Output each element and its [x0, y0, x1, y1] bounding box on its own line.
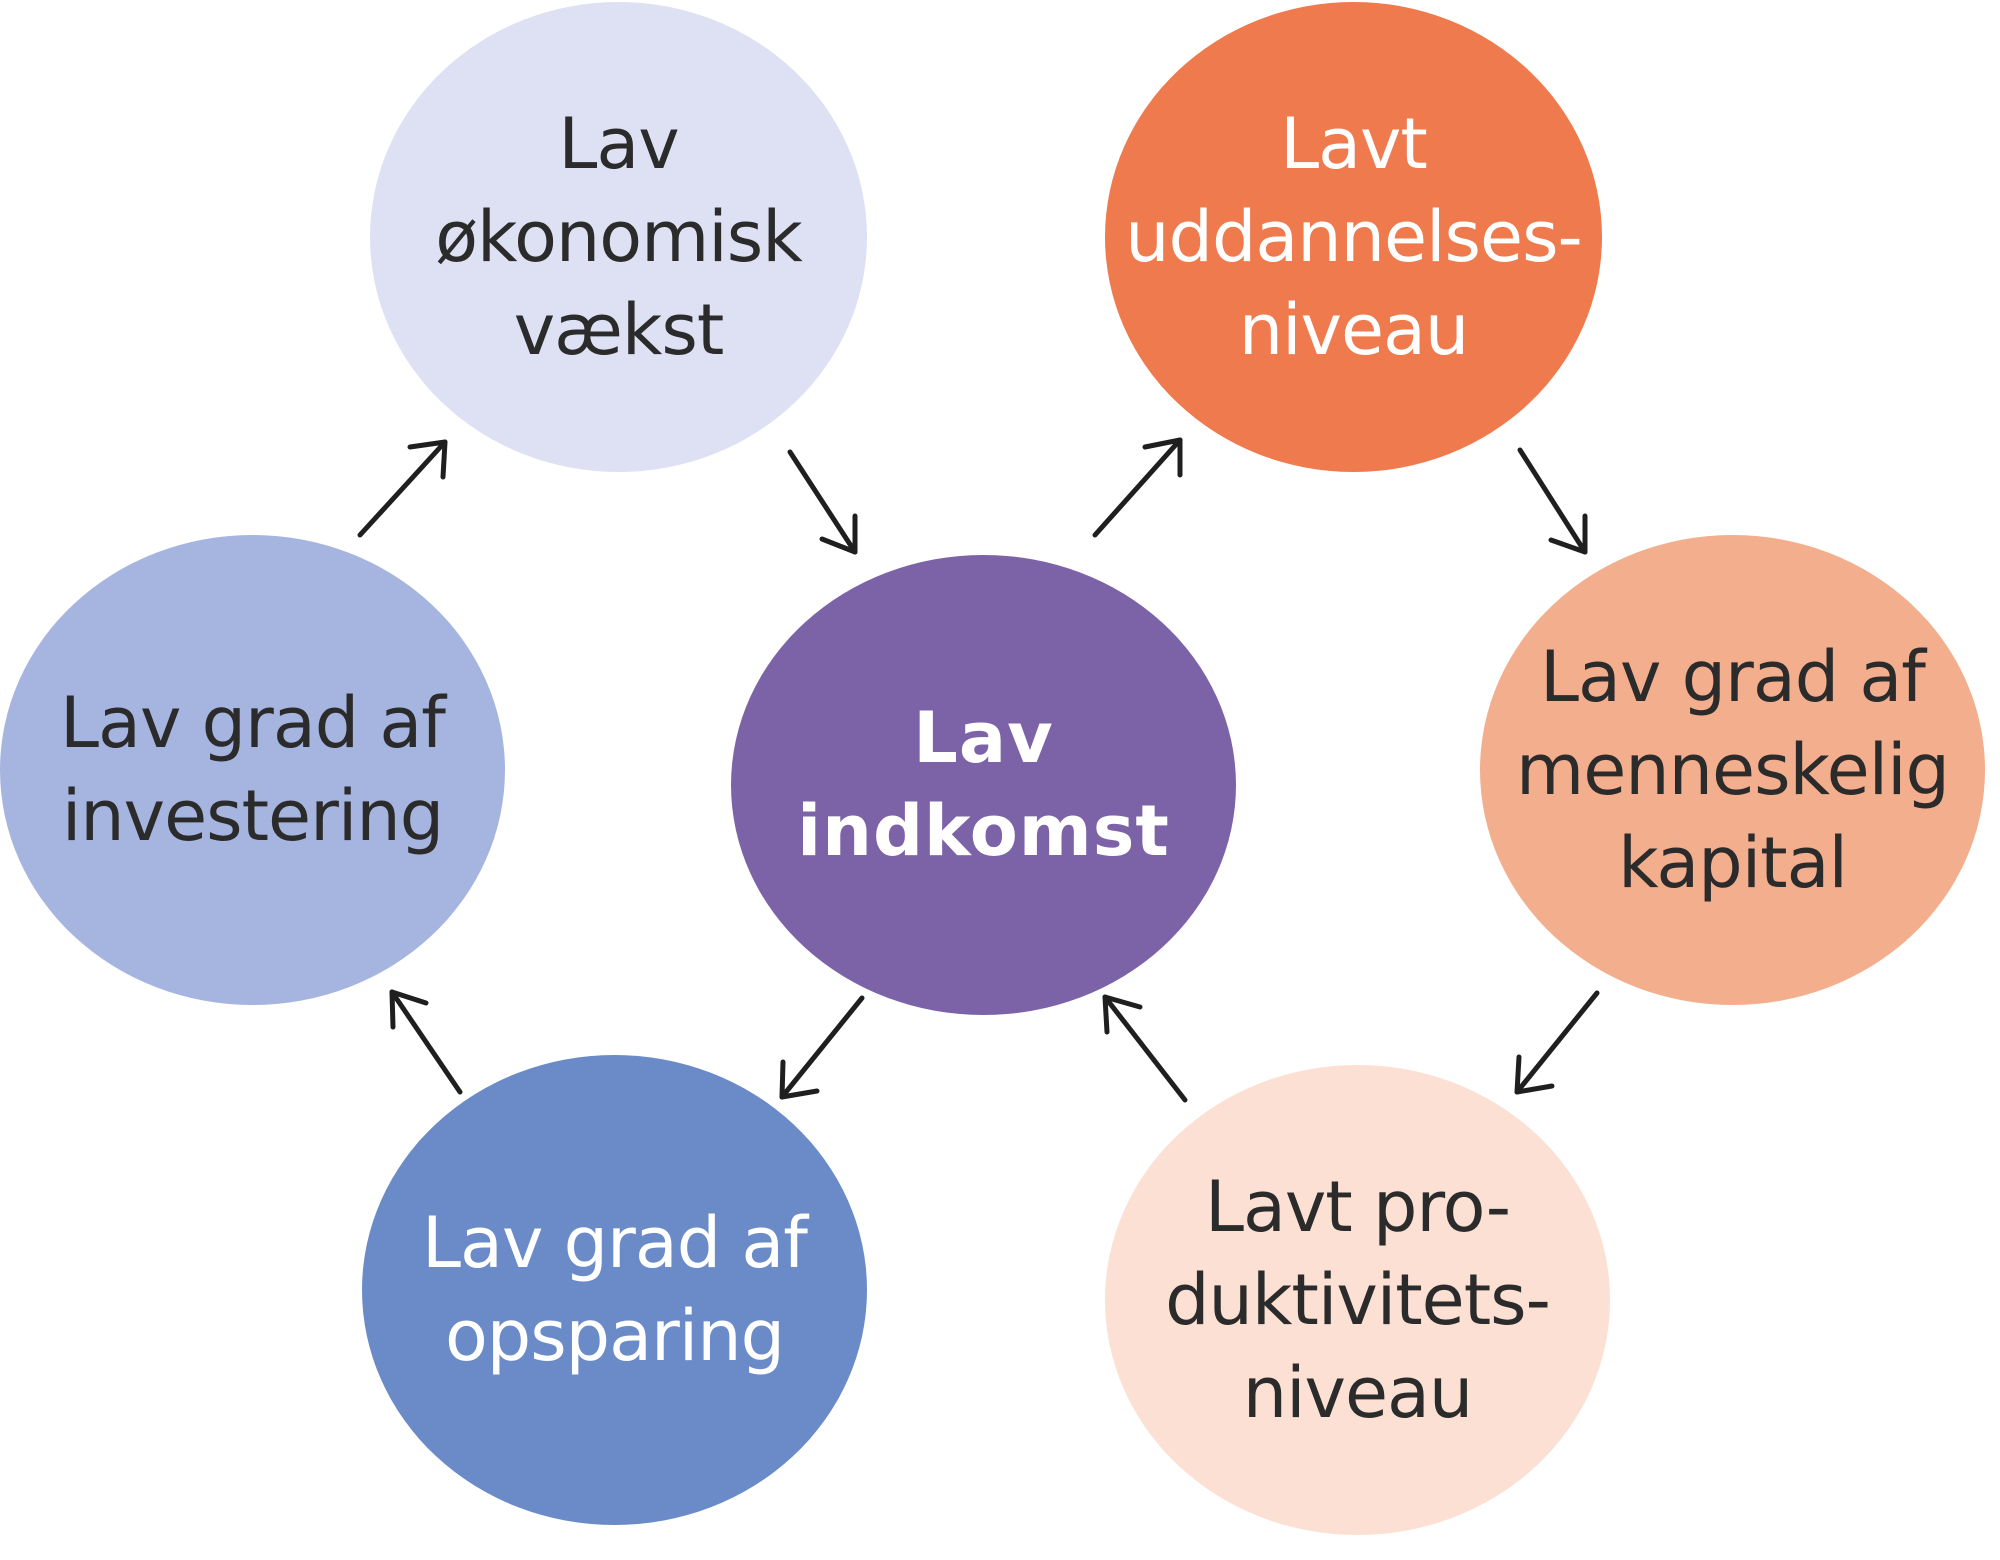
node-label-line: Lav — [558, 102, 679, 185]
node-lavt-uddannelsesniveau: Lavt uddannelses- niveau — [1105, 2, 1602, 472]
node-label-line: Lav — [913, 697, 1054, 779]
node-label-line: Lavt pro- — [1204, 1165, 1511, 1248]
node-label-line: indkomst — [797, 790, 1170, 872]
node-label-line: investering — [61, 775, 444, 857]
arrow-indkomst-to-uddannelse — [1092, 437, 1183, 538]
node-lavt-produktivitetsniveau: Lavt pro- duktivitets- niveau — [1105, 1065, 1610, 1535]
arrow-kapital-to-produktivitet — [1514, 990, 1600, 1095]
node-label-line: menneskelig — [1516, 728, 1950, 811]
arrow-produktivitet-to-indkomst — [1102, 994, 1188, 1103]
node-label-line: niveau — [1238, 288, 1470, 371]
node-lav-indkomst: Lav indkomst — [731, 555, 1236, 1015]
node-label-line: duktivitets- — [1165, 1258, 1551, 1341]
node-label-line: økonomisk — [435, 195, 803, 278]
node-lav-grad-af-investering: Lav grad af investering — [0, 535, 505, 1005]
node-label-line: Lav grad af — [60, 682, 446, 764]
node-label-line: opsparing — [444, 1295, 785, 1377]
arrow-vaekst-to-indkomst — [787, 449, 858, 555]
node-label-line: kapital — [1618, 821, 1848, 904]
node-label-line: uddannelses- — [1125, 195, 1583, 278]
node-label-line: niveau — [1242, 1351, 1474, 1434]
node-label-line: Lavt — [1280, 102, 1428, 185]
arrow-uddannelse-to-kapital — [1517, 447, 1588, 555]
node-lav-oekonomisk-vaekst: Lav økonomisk vækst — [370, 2, 867, 472]
node-label-line: vækst — [513, 288, 725, 371]
node-label-line: Lav grad af — [1540, 635, 1926, 718]
node-label-line: Lav grad af — [422, 1202, 808, 1284]
node-lav-grad-af-menneskelig-kapital: Lav grad af menneskelig kapital — [1480, 535, 1985, 1005]
arrow-indkomst-to-opsparing — [779, 995, 865, 1100]
node-lav-grad-af-opsparing: Lav grad af opsparing — [362, 1055, 867, 1525]
arrow-opsparing-to-investering — [389, 989, 463, 1095]
arrow-investering-to-vaekst — [357, 439, 448, 538]
